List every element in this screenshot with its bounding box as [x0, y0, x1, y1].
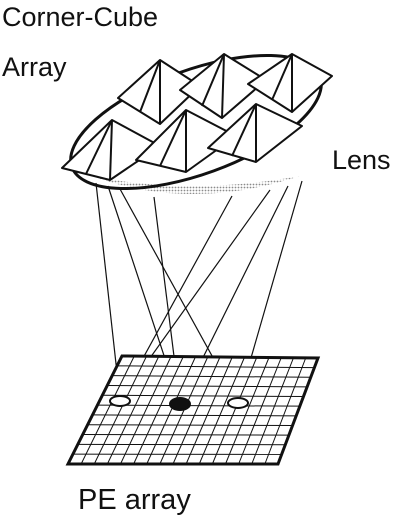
grid-line [87, 424, 293, 426]
grid-line [93, 356, 147, 465]
grid-line [120, 356, 172, 465]
grid-line [82, 434, 289, 436]
grid-line [238, 357, 282, 465]
grid-line [102, 394, 304, 398]
grid-line [198, 357, 245, 465]
grid-line [107, 384, 308, 388]
corner-cube-label-line2: Array [2, 52, 67, 82]
grid-line [92, 414, 297, 417]
pe-spot [227, 397, 249, 409]
corner-cube-label-line1: Corner-Cube [2, 2, 159, 32]
grid-line [80, 355, 135, 465]
pe-array-label: PE array [78, 484, 191, 516]
grid-line [106, 356, 160, 465]
pe-array-outline [65, 354, 321, 466]
grid-line [97, 404, 300, 407]
corner-cube-array [61, 53, 333, 181]
grid-line [251, 357, 294, 465]
pe-array [65, 354, 321, 466]
grid-line [172, 356, 221, 465]
pe-spot [169, 397, 191, 411]
ray [95, 182, 121, 401]
grid-line [146, 356, 196, 465]
lens-label: Lens [332, 145, 391, 175]
corner-cube [207, 103, 303, 163]
grid-line [225, 357, 270, 465]
grid-line [185, 356, 233, 465]
grid-line [264, 357, 307, 465]
grid-line [133, 356, 184, 465]
lens-shading [92, 176, 300, 194]
pe-array-grid [72, 355, 315, 465]
corner-cube [247, 53, 333, 113]
grid-line [211, 357, 258, 465]
pe-spot [109, 395, 131, 407]
grid-line [112, 375, 311, 378]
grid-line [117, 365, 315, 369]
